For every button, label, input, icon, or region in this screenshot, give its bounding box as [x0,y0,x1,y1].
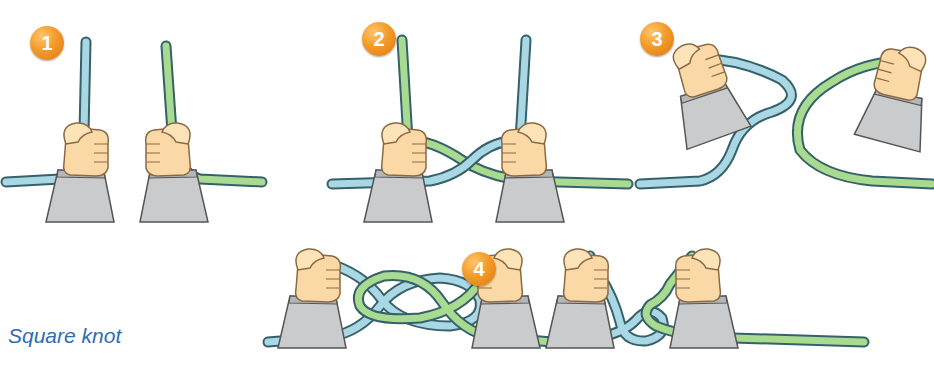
blue-rope [332,40,526,184]
left-hand [364,123,432,222]
step-number: 2 [373,29,384,49]
right-hand [140,123,208,222]
right-hand [670,249,738,348]
panel-4-loose [268,249,552,348]
panel-1 [6,42,262,222]
caption: Square knot [8,324,121,348]
step-number: 3 [651,29,662,49]
step-number-circle: 2 [362,22,396,56]
right-hand [854,39,934,152]
left-hand [546,249,614,348]
step-number: 1 [41,33,52,53]
step-number-circle: 3 [640,22,674,56]
right-hand [496,123,564,222]
left-hand [278,249,346,348]
left-hand [46,123,114,222]
step-number: 4 [473,259,484,279]
step-number-circle: 4 [462,252,496,286]
step-number-circle: 1 [30,26,64,60]
rope-outline [332,40,526,184]
panel-4-tight [546,249,864,348]
panel-2 [332,40,628,222]
panel-3 [640,33,934,184]
right-hand [472,249,540,348]
